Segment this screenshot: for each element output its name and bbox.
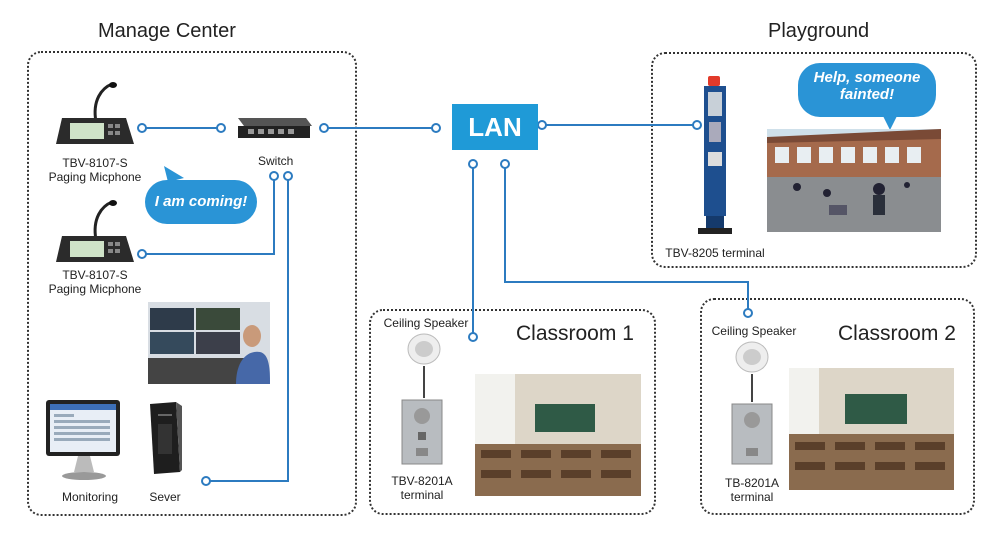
- sos-column-label: TBV-8205 terminal: [665, 246, 765, 260]
- manage-center-title: Manage Center: [98, 20, 236, 42]
- monitoring-computer-icon: [46, 400, 120, 480]
- manage-center-zone: [27, 51, 357, 516]
- playground-photo: [767, 129, 941, 232]
- server-tower-icon: [150, 402, 182, 474]
- classroom2-photo: [789, 368, 954, 490]
- mic2-label-line2: Paging Micphone: [48, 282, 142, 296]
- terminal2-label-line2: terminal: [730, 490, 774, 504]
- help-speech-bubble: Help, someone fainted!: [798, 63, 936, 117]
- intercom-terminal-icon: [731, 403, 773, 465]
- classroom1-photo: [475, 374, 641, 496]
- server-label: Sever: [149, 490, 181, 504]
- classroom1-title: Classroom 1: [516, 322, 634, 345]
- monitoring-room-photo: [148, 302, 270, 384]
- wire-lan-classroom2: [504, 164, 749, 313]
- playground-zone: [651, 52, 977, 268]
- coming-speech-bubble: I am coming!: [145, 180, 257, 224]
- speaker-wire: [751, 374, 753, 402]
- playground-title: Playground: [768, 20, 870, 42]
- speech-bubble-tail: [882, 114, 898, 130]
- mic1-label-line2: Paging Micphone: [48, 170, 142, 184]
- terminal2-label-line1: TB-8201A: [724, 476, 780, 490]
- ceiling-speaker-1-label: Ceiling Speaker: [383, 316, 469, 330]
- paging-microphone-icon: [56, 82, 134, 144]
- help-bubble-line1: Help, someone: [813, 69, 921, 86]
- ceiling-speaker-2-label: Ceiling Speaker: [711, 324, 797, 338]
- wire-mic2-switch: [142, 176, 275, 255]
- classroom1-zone: [369, 309, 656, 515]
- lan-hub: LAN: [452, 104, 538, 150]
- terminal1-label-line2: terminal: [400, 488, 444, 502]
- sos-column-icon: [698, 76, 732, 234]
- mic1-label-line1: TBV-8107-S: [62, 156, 128, 170]
- mic2-label-line1: TBV-8107-S: [62, 268, 128, 282]
- ceiling-speaker-icon: [735, 341, 769, 373]
- classroom2-zone: [700, 298, 975, 515]
- monitoring-label: Monitoring: [61, 490, 119, 504]
- paging-microphone-icon: [56, 200, 134, 262]
- intercom-terminal-icon: [401, 399, 443, 465]
- switch-label: Switch: [258, 154, 294, 168]
- ceiling-speaker-icon: [407, 333, 441, 365]
- wire-server-switch: [206, 176, 289, 482]
- classroom2-title: Classroom 2: [838, 322, 956, 345]
- terminal1-label-line1: TBV-8201A: [391, 474, 453, 488]
- network-switch-icon: [238, 118, 312, 138]
- help-bubble-line2: fainted!: [839, 86, 895, 103]
- speaker-wire: [423, 366, 425, 398]
- speech-bubble-tail: [164, 166, 184, 182]
